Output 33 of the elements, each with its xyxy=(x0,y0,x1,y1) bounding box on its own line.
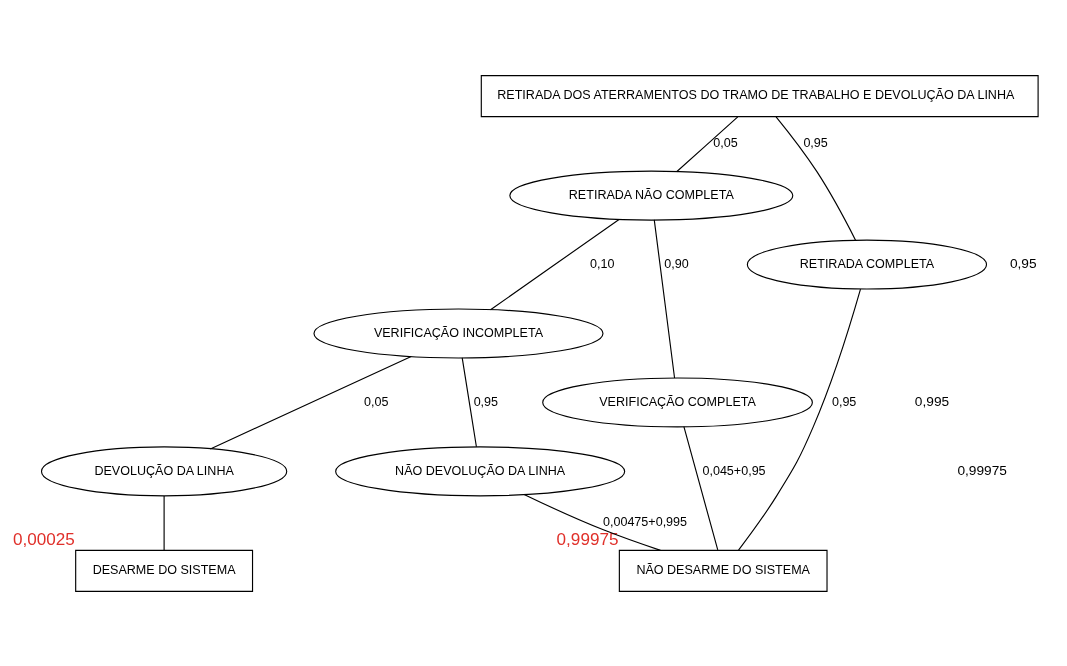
node-box: RETIRADA DOS ATERRAMENTOS DO TRAMO DE TRABALHO E DEVOLUÇÃO DA LINHA xyxy=(480,74,1039,117)
edge-label: 0,95 xyxy=(831,394,857,409)
connector xyxy=(683,425,719,551)
connector xyxy=(163,495,165,551)
label: 0,99975 xyxy=(957,462,1007,478)
connector xyxy=(653,218,676,379)
node-ellipse: DEVOLUÇÃO DA LINHA xyxy=(40,445,288,496)
node-ellipse: RETIRADA NÃO COMPLETA xyxy=(509,170,794,221)
edge-label: 0,90 xyxy=(664,256,689,271)
connector xyxy=(489,218,620,310)
node-box: NÃO DESARME DO SISTEMA xyxy=(618,549,828,592)
connector xyxy=(209,355,412,450)
connector xyxy=(461,356,477,447)
edge-label: 0,95 xyxy=(803,135,828,150)
edge-label: 0,05 xyxy=(713,135,738,150)
label: 0,95 xyxy=(1009,255,1037,271)
node-ellipse: RETIRADA COMPLETA xyxy=(746,239,988,290)
connector xyxy=(676,115,739,172)
edge-label: 0,10 xyxy=(590,256,615,271)
node-ellipse: VERIFICAÇÃO COMPLETA xyxy=(542,376,813,427)
edge-label: 0,05 xyxy=(364,394,389,409)
node-box: DESARME DO SISTEMA xyxy=(75,549,254,592)
node-label: 0,99975 xyxy=(556,529,619,549)
edge-label: 0,045+0,95 xyxy=(702,463,766,478)
node-ellipse: VERIFICAÇÃO INCOMPLETA xyxy=(313,307,604,358)
node-label: 0,00025 xyxy=(12,529,75,549)
connector xyxy=(775,115,857,241)
label: 0,995 xyxy=(914,393,950,409)
edge-label: 0,95 xyxy=(473,394,499,409)
connector xyxy=(523,493,662,551)
edge-label: 0,00475+0,995 xyxy=(602,514,688,529)
node-ellipse: NÃO DEVOLUÇÃO DA LINHA xyxy=(335,445,626,496)
connector xyxy=(737,288,862,551)
